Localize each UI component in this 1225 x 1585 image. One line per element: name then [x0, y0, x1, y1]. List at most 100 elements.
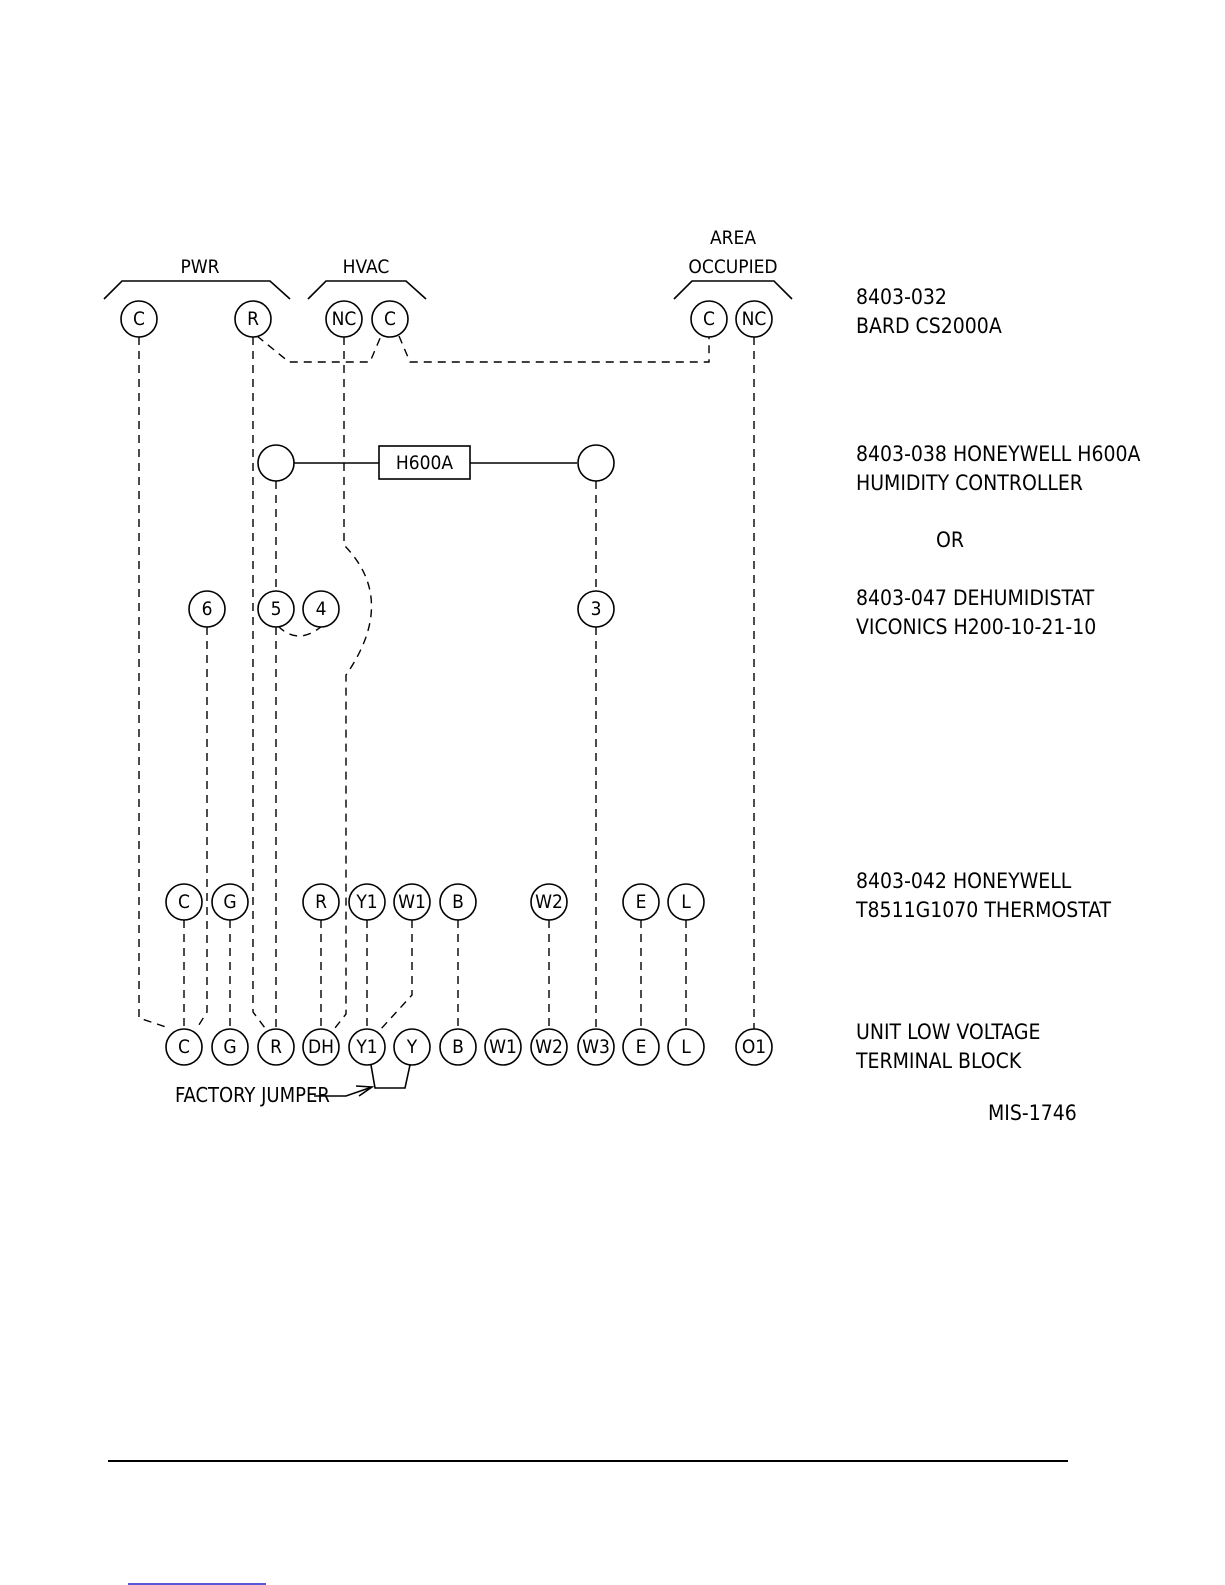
thermostat-terminal: R — [302, 883, 340, 921]
thermostat-terminal: L — [667, 883, 705, 921]
jumper-leader — [314, 1086, 373, 1097]
h600a-controller: H600A — [257, 444, 615, 482]
humidity-terminal: 4 — [302, 590, 340, 628]
hvac-group-label: HVAC — [343, 256, 390, 278]
svg-text:DH: DH — [308, 1036, 334, 1058]
svg-text:Y1: Y1 — [355, 1036, 377, 1058]
h600a-node-right — [577, 444, 615, 482]
cs2000a-label-line1: 8403-032 — [856, 285, 947, 309]
svg-text:4: 4 — [316, 598, 327, 620]
jumper-wire — [370, 1064, 411, 1089]
svg-text:G: G — [223, 1036, 236, 1058]
humidity-terminal: 5 — [257, 590, 295, 628]
thermostat-terminal: Y1 — [348, 883, 386, 921]
svg-text:NC: NC — [742, 308, 767, 330]
thermostat-terminal: W1 — [393, 883, 431, 921]
svg-text:B: B — [452, 1036, 464, 1058]
cs2000a-terminal: NC — [325, 300, 363, 338]
svg-text:Y: Y — [406, 1036, 418, 1058]
svg-text:Y1: Y1 — [355, 891, 377, 913]
svg-text:C: C — [384, 308, 396, 330]
h600a-label-line1: 8403-038 HONEYWELL H600A — [856, 442, 1141, 466]
thermostat-terminal: W2 — [530, 883, 568, 921]
svg-text:L: L — [681, 891, 691, 913]
block-terminal: Y1 — [348, 1028, 386, 1066]
block-terminal: G — [211, 1028, 249, 1066]
humidity-terminal: 6 — [188, 590, 226, 628]
svg-text:W3: W3 — [582, 1036, 610, 1058]
jumper-arrow — [355, 1085, 375, 1097]
dehumidistat-label-line2: VICONICS H200-10-21-10 — [856, 615, 1096, 639]
svg-text:5: 5 — [271, 598, 282, 620]
wire-r-to-hvac-c — [256, 335, 382, 363]
wiring — [138, 335, 755, 1031]
svg-text:R: R — [247, 308, 259, 330]
wire-pwr-c — [138, 337, 170, 1029]
cs2000a-terminal: C — [120, 300, 158, 338]
svg-text:C: C — [178, 1036, 190, 1058]
block-terminal: L — [667, 1028, 705, 1066]
block-terminal: O1 — [735, 1028, 773, 1066]
side-labels: 8403-032 BARD CS2000A 8403-038 HONEYWELL… — [855, 285, 1141, 1125]
svg-text:6: 6 — [202, 598, 213, 620]
h600a-label-line2: HUMIDITY CONTROLLER — [856, 471, 1083, 495]
block-terminal: Y — [393, 1028, 431, 1066]
terminal-block-label-line1: UNIT LOW VOLTAGE — [856, 1020, 1040, 1044]
svg-text:NC: NC — [332, 308, 357, 330]
drawing-number: MIS-1746 — [988, 1101, 1077, 1125]
hvac-group: HVAC — [307, 256, 427, 300]
block-terminal: W3 — [577, 1028, 615, 1066]
terminal-block-label-line2: TERMINAL BLOCK — [855, 1049, 1022, 1073]
svg-text:W2: W2 — [535, 891, 563, 913]
svg-text:E: E — [636, 1036, 647, 1058]
wire-hvac-c-to-area-c — [398, 335, 710, 363]
humidity-terminals: 6 5 4 3 — [188, 590, 615, 628]
svg-text:C: C — [133, 308, 145, 330]
wire-5-to-4 — [277, 625, 323, 637]
thermostat-terminals: C G R Y1 W1 B W2 E L — [165, 883, 705, 921]
humidity-terminal: 3 — [577, 590, 615, 628]
cs2000a-terminals: C R NC C C NC — [120, 300, 773, 338]
factory-jumper: FACTORY JUMPER — [175, 1064, 411, 1107]
block-terminal: W1 — [484, 1028, 522, 1066]
area-occupied-group: AREA OCCUPIED — [673, 227, 793, 300]
thermostat-terminal: B — [439, 883, 477, 921]
thermostat-label-line2: T8511G1070 THERMOSTAT — [855, 898, 1111, 922]
pwr-group: PWR — [103, 256, 291, 300]
svg-text:R: R — [270, 1036, 282, 1058]
svg-text:3: 3 — [591, 598, 602, 620]
thermostat-label-line1: 8403-042 HONEYWELL — [856, 869, 1072, 893]
terminal-block-terminals: C G R DH Y1 Y B W1 W2 W3 E L O1 — [165, 1028, 773, 1066]
cs2000a-terminal: NC — [735, 300, 773, 338]
svg-text:C: C — [178, 891, 190, 913]
block-terminal: R — [257, 1028, 295, 1066]
svg-text:W2: W2 — [535, 1036, 563, 1058]
area-group-label-line1: AREA — [710, 227, 756, 249]
block-terminal: W2 — [530, 1028, 568, 1066]
wire-t-w1-to-y1 — [379, 920, 413, 1031]
h600a-node-left — [257, 444, 295, 482]
thermostat-terminal: C — [165, 883, 203, 921]
or-text: OR — [936, 528, 964, 552]
block-terminal: B — [439, 1028, 477, 1066]
area-group-label-line2: OCCUPIED — [688, 256, 777, 278]
wire-6-to-block-c — [196, 627, 208, 1029]
cs2000a-terminal: C — [690, 300, 728, 338]
cs2000a-label-line2: BARD CS2000A — [856, 314, 1002, 338]
svg-text:W1: W1 — [489, 1036, 517, 1058]
svg-text:W1: W1 — [398, 891, 426, 913]
svg-text:O1: O1 — [742, 1036, 766, 1058]
svg-text:L: L — [681, 1036, 691, 1058]
pwr-group-label: PWR — [180, 256, 219, 278]
svg-text:R: R — [315, 891, 327, 913]
cs2000a-terminal: R — [234, 300, 272, 338]
thermostat-terminal: G — [211, 883, 249, 921]
svg-text:B: B — [452, 891, 464, 913]
wire-pwr-r — [252, 337, 266, 1029]
block-terminal: DH — [302, 1028, 340, 1066]
factory-jumper-label: FACTORY JUMPER — [175, 1083, 330, 1107]
svg-text:E: E — [636, 891, 647, 913]
h600a-box — [378, 445, 471, 480]
block-terminal: C — [165, 1028, 203, 1066]
